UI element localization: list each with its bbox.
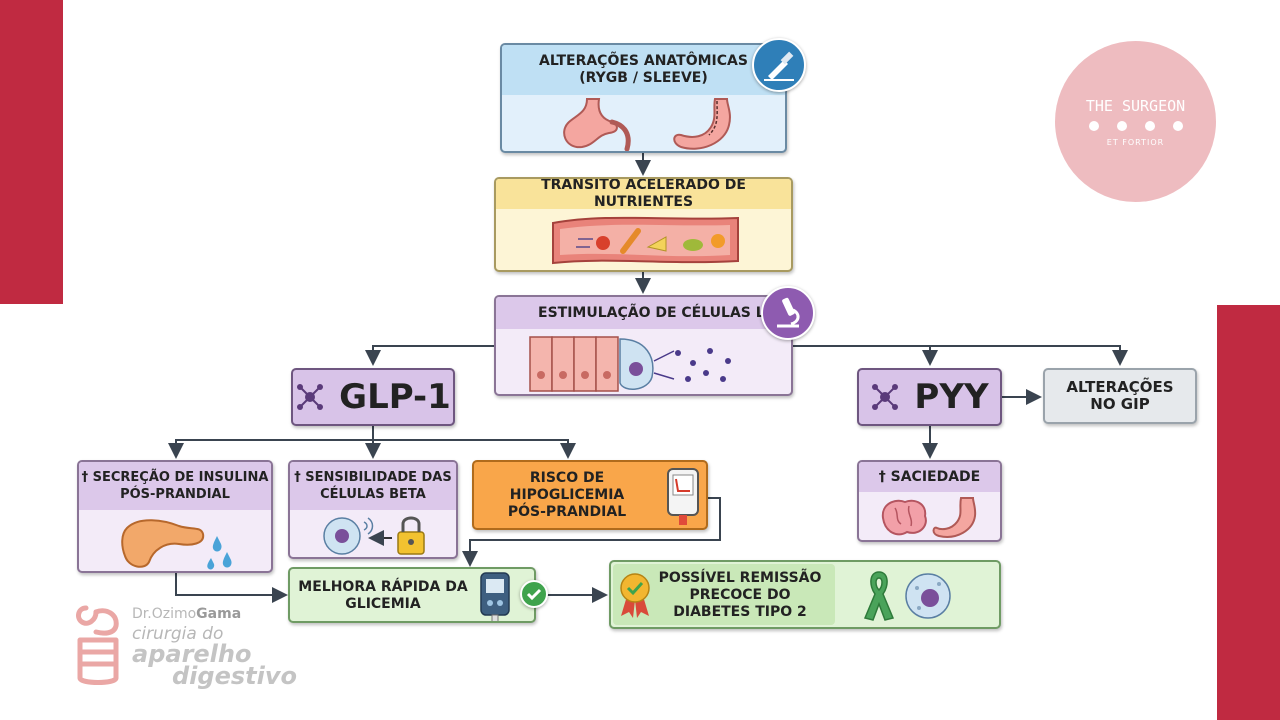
l-cells-secretion-icon <box>529 336 731 392</box>
beta-cell-lock-icon <box>323 516 425 555</box>
arrow-glp1-hypo-branch <box>373 439 576 459</box>
node-lcells-label: ESTIMULAÇÃO DE CÉLULAS L <box>496 297 791 329</box>
pancreas-drops-icon <box>121 519 232 570</box>
node-l-cells-stimulation: ESTIMULAÇÃO DE CÉLULAS L <box>494 295 793 396</box>
node-glp1: GLP-1 <box>291 368 455 426</box>
stomach-sleeve-icon <box>673 98 731 150</box>
brain-stomach-icon <box>881 497 977 538</box>
node-hypoglycemia-risk: RISCO DE HIPOGLICEMIA PÓS-PRANDIAL <box>472 460 708 530</box>
node-remission-label: POSSÍVEL REMISSÃO PRECOCE DO DIABETES TI… <box>658 570 822 620</box>
node-glycemia-improvement: MELHORA RÁPIDA DA GLICEMIA <box>288 567 536 623</box>
intestine-nutrients-icon <box>552 216 739 265</box>
node-satiety-label: † SACIEDADE <box>859 462 1000 492</box>
logo-doctor-name: Dr.OzimoGama <box>132 606 242 622</box>
node-pyy: PYY <box>857 368 1002 426</box>
logo-dr-ozimo-gama: Dr.OzimoGama cirurgia do aparelho digest… <box>72 604 297 690</box>
microscope-icon <box>761 286 815 340</box>
node-anatomical-label: ALTERAÇÕES ANATÔMICAS (RYGB / SLEEVE) <box>502 45 785 95</box>
digestive-tract-icon <box>76 605 119 685</box>
logo-surgeon-motto: ET FORTIOR <box>1106 138 1165 147</box>
node-gip-changes: ALTERAÇÕES NO GIP <box>1043 368 1197 424</box>
glucometer-low-icon <box>667 468 699 525</box>
arrow-lcells-glp1 <box>365 345 494 366</box>
check-icon <box>520 580 548 608</box>
pyy-label: PYY <box>914 377 989 417</box>
logo-surgeon-dots <box>1089 121 1183 131</box>
molecule-icon <box>297 384 324 410</box>
logo-the-surgeon: THE SURGEON ET FORTIOR <box>1055 41 1216 202</box>
accent-bar-left <box>0 0 63 304</box>
logo-doctor-line1: cirurgia do <box>132 624 224 644</box>
scalpel-icon <box>752 38 806 92</box>
node-gip-label: ALTERAÇÕES NO GIP <box>1066 378 1174 413</box>
stomach-bypass-icon <box>563 98 631 151</box>
node-diabetes-remission: POSSÍVEL REMISSÃO PRECOCE DO DIABETES TI… <box>609 560 1001 629</box>
node-beta-cell-sensitivity: † SENSIBILIDADE DAS CÉLULAS BETA <box>288 460 458 559</box>
arrow-hypo-glycemia <box>462 497 721 567</box>
logo-doctor-line3: digestivo <box>172 662 297 690</box>
arrow-lcells-pyy <box>793 345 1128 366</box>
node-transit-label: TRÂNSITO ACELERADO DE NUTRIENTES <box>496 179 791 210</box>
arrow-insulin-glycemia <box>175 573 288 603</box>
node-hypo-label: RISCO DE HIPOGLICEMIA PÓS-PRANDIAL <box>507 470 627 520</box>
node-insulin-label: † SECREÇÃO DE INSULINA PÓS-PRANDIAL <box>79 462 271 510</box>
awareness-ribbon-icon <box>863 571 895 621</box>
node-insulin-secretion: † SECREÇÃO DE INSULINA PÓS-PRANDIAL <box>77 460 273 573</box>
accent-bar-right <box>1217 305 1280 720</box>
molecule-icon <box>872 384 899 410</box>
remission-inner-panel <box>613 564 835 625</box>
node-nutrient-transit: TRÂNSITO ACELERADO DE NUTRIENTES <box>494 177 793 272</box>
cell-icon <box>905 573 951 619</box>
glucometer-icon <box>480 572 510 621</box>
logo-doctor-line2: aparelho <box>132 640 252 668</box>
node-anatomical-changes: ALTERAÇÕES ANATÔMICAS (RYGB / SLEEVE) <box>500 43 787 153</box>
node-satiety: † SACIEDADE <box>857 460 1002 542</box>
award-ribbon-icon <box>620 573 650 618</box>
arrow-glp1-left-branch <box>168 439 373 459</box>
node-beta-label: † SENSIBILIDADE DAS CÉLULAS BETA <box>290 462 456 510</box>
glp1-label: GLP-1 <box>339 377 451 417</box>
logo-surgeon-title: THE SURGEON <box>1085 97 1186 115</box>
node-glycemia-label: MELHORA RÁPIDA DA GLICEMIA <box>298 579 468 612</box>
